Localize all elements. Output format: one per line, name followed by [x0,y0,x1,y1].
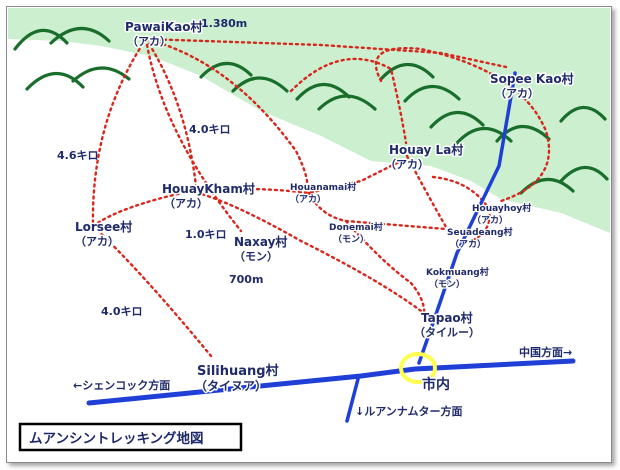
distance-label: 4.0キロ [101,305,143,318]
trail [144,37,198,188]
village-name: Silihuang村 [197,363,279,379]
forest-area [8,8,610,233]
village-name: Donemai村 [329,221,383,233]
village-tribe: （モン） [429,279,465,290]
village-name: HouayKham村 [162,181,255,196]
trail [144,37,309,193]
map-title: ムアンシントレッキング地図 [29,430,204,447]
trekking-trails [91,37,551,358]
trail [405,154,448,229]
direction-chiang-khong: ←シェンコック方面 [73,378,170,392]
town-highlight [399,352,437,384]
village-name: Kokmuang村 [426,266,489,278]
trekking-map: PawaiKao村 （アカ） Sopee Kao村 （アカ） Houay La村… [6,6,612,463]
village-tribe: （タイルー） [414,326,480,339]
trail [91,189,193,228]
village-tribe: （モン） [333,234,369,245]
village-tribe: （アカ） [127,35,171,48]
roads [86,71,576,423]
village-name: Naxay村 [234,234,287,249]
map-canvas: PawaiKao村 （アカ） Sopee Kao村 （アカ） Houay La村… [8,8,610,452]
distance-label: 700m [229,273,263,286]
village-name: Tapao村 [421,310,473,325]
main-road [86,358,576,406]
trail [469,207,491,243]
trail [144,37,508,69]
village-tribe: （アカ） [472,215,508,226]
trail [144,37,243,233]
mountain-icons [13,26,609,195]
trail [289,57,408,145]
trail [431,175,491,211]
village-name: Houay La村 [389,142,463,157]
trail [344,219,426,318]
trail [91,37,148,228]
direction-luang-namtha: ↓ルアンナムター方面 [355,404,462,418]
trail [189,189,423,313]
village-tribe: （アカ） [290,194,326,205]
distance-label: 4.0キロ [189,123,231,136]
village-tribe: （アカ） [164,197,208,210]
village-tribe: （タイヌア） [195,378,267,393]
village-name: PawaiKao村 [125,19,203,34]
distance-labels: 1.380m 4.6キロ 4.0キロ 1.0キロ 700m 4.0キロ [57,17,263,318]
village-tribe: （アカ） [495,87,539,100]
town-label: 市内 [422,376,450,393]
distance-label: 4.6キロ [57,149,99,162]
village-tribe: （アカ） [75,235,119,248]
trail [374,47,551,203]
village-name: Lorsee村 [75,219,132,234]
village-name: Sopee Kao村 [490,71,574,86]
map-title-box [18,422,243,452]
village-labels: PawaiKao村 （アカ） Sopee Kao村 （アカ） Houay La村… [74,18,576,395]
north-road [417,71,517,365]
direction-china: 中国方面→ [519,345,572,359]
village-name: Houayhoy村 [472,202,531,214]
south-road [345,377,360,423]
village-tribe: （アカ） [385,158,429,171]
trail [91,224,213,358]
village-tribe: （アカ） [450,239,486,250]
distance-label: 1.380m [201,17,247,30]
village-name: Seuadeang村 [447,226,513,238]
direction-labels: 中国方面→ ←シェンコック方面 ↓ルアンナムター方面 [73,345,572,418]
distance-label: 1.0キロ [185,228,227,241]
village-tribe: （モン） [234,250,278,263]
village-name: Houanamai村 [290,181,356,193]
